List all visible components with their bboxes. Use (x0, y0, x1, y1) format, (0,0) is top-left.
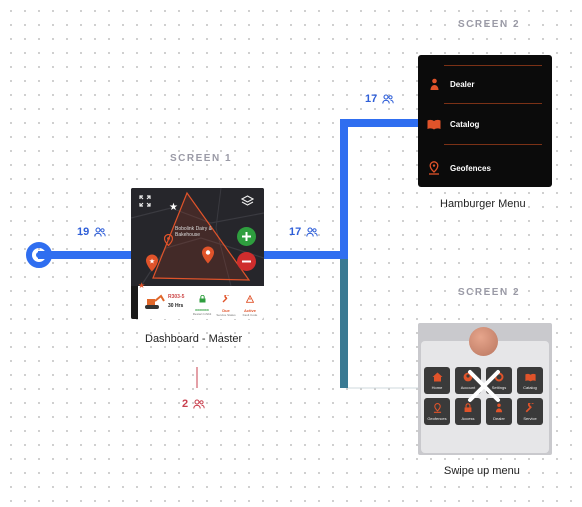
drop-off-count: 2 (182, 398, 205, 410)
service-status: Due Service Status (215, 290, 237, 317)
swipe-tile-dealer[interactable]: Dealer (486, 398, 512, 425)
book-icon (427, 117, 441, 131)
swipe-vertical-flow (340, 259, 348, 388)
machine-model: R303-5 (168, 294, 185, 300)
dashboard-thumbnail[interactable]: ★ Bobolink Dairy & Bakehouse ★ ★ R303-5 … (131, 188, 264, 319)
dashboard-out-count: 17 (289, 226, 318, 238)
swipe-caption: Swipe up menu (444, 465, 520, 477)
close-x-icon[interactable] (467, 369, 501, 408)
machine-marker-pin[interactable] (201, 246, 215, 269)
restart-inhibit-status: xxxxxxx Restart Inhibit (191, 290, 213, 316)
menu-item-catalog[interactable]: Catalog (418, 106, 552, 142)
warning-icon (245, 294, 255, 303)
swipe-menu-thumbnail[interactable]: Home Account Settings Catalog Geofences … (418, 323, 552, 455)
dealer-people-icon (427, 77, 441, 91)
card-star-icon: ★ (138, 281, 146, 290)
zoom-out-button[interactable] (237, 252, 256, 271)
swipe-tile-home[interactable]: Home (424, 367, 450, 394)
machine-hours: 30 Hrs (168, 303, 184, 309)
expand-icon[interactable] (139, 194, 151, 207)
geofence-pin-icon (427, 161, 441, 175)
starred-machine-marker[interactable]: ★ (145, 254, 159, 277)
excavator-image (143, 293, 165, 316)
hamburger-menu-thumbnail[interactable]: Dealer Catalog Geofences (418, 55, 552, 187)
swipe-screen-label: SCREEN 2 (458, 287, 521, 298)
drag-handle-avatar[interactable] (469, 327, 498, 356)
home-icon (432, 372, 443, 382)
fault-code-status: Active Fault Code (239, 290, 261, 317)
hamburger-horizontal-flow (340, 119, 420, 127)
map-place-label: Bobolink Dairy & Bakehouse (175, 226, 212, 238)
dashboard-screen-label: SCREEN 1 (170, 153, 233, 164)
dealer-people-icon (494, 403, 504, 413)
machine-status-card[interactable]: ★ R303-5 30 Hrs xxxxxxx Restart Inhibit … (131, 281, 264, 319)
swipe-tile-geofences[interactable]: Geofences (424, 398, 450, 425)
swipe-tile-catalog[interactable]: Catalog (517, 367, 543, 394)
swipe-tile-service[interactable]: Service (517, 398, 543, 425)
geofence-pin-icon (433, 403, 442, 413)
entry-count: 19 (77, 226, 106, 238)
hamburger-caption: Hamburger Menu (440, 198, 526, 210)
dashboard-caption: Dashboard - Master (145, 333, 243, 345)
entry-node (26, 242, 52, 268)
users-icon (193, 399, 205, 409)
book-icon (524, 372, 536, 382)
map-pin-icon (163, 233, 174, 251)
menu-item-dealer[interactable]: Dealer (418, 66, 552, 102)
menu-item-geofences[interactable]: Geofences (418, 150, 552, 186)
geofence-area (152, 191, 251, 281)
lock-icon (464, 403, 472, 413)
dashboard-out-flow-line (264, 251, 346, 259)
layers-icon[interactable] (240, 194, 255, 206)
wrench-icon (525, 403, 535, 413)
to-hamburger-count: 17 (365, 93, 394, 105)
users-icon (382, 94, 394, 104)
swipe-panel (421, 341, 549, 453)
zoom-in-button[interactable] (237, 227, 256, 246)
favorite-star-icon: ★ (169, 202, 178, 213)
svg-text:★: ★ (149, 258, 155, 266)
entry-flow-line (38, 251, 132, 259)
swipe-tile-access[interactable]: Access (455, 398, 481, 425)
hamburger-vertical-flow (340, 119, 348, 259)
wrench-icon (222, 293, 230, 303)
users-icon (94, 227, 106, 237)
global-sidebar-tab[interactable] (131, 286, 138, 319)
hamburger-screen-label: SCREEN 2 (458, 19, 521, 30)
users-icon (306, 227, 318, 237)
lock-icon (199, 294, 205, 303)
